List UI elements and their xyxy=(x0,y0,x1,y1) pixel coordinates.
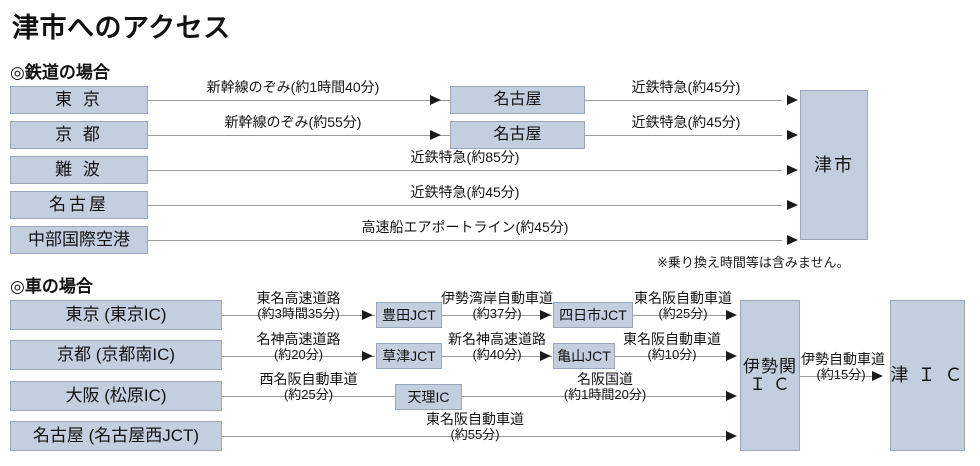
car-leg-label: 東名阪自動車道 (約55分) xyxy=(426,411,524,442)
rail-leg-label: 新幹線のぞみ(約55分) xyxy=(224,114,362,130)
car-leg-label: 名神高速道路 (約20分) xyxy=(256,331,341,362)
car-leg-label: 伊勢自動車道 (約15分) xyxy=(801,351,885,382)
arrow-head-icon xyxy=(872,371,883,381)
page-title: 津市へのアクセス xyxy=(12,13,231,43)
arrow-head-icon xyxy=(787,235,798,245)
rail-origin-box[interactable]: 難 波 xyxy=(10,156,148,184)
car-section-header: ◎車の場合 xyxy=(10,277,93,296)
rail-leg-label: 高速船エアポートライン(約45分) xyxy=(361,219,569,235)
car-origin-box[interactable]: 京都 (京都南IC) xyxy=(10,340,222,370)
car-leg-label: 名阪国道 (約1時間20分) xyxy=(563,371,647,402)
rail-leg-label: 近鉄特急(約45分) xyxy=(631,79,741,95)
rail-footnote: ※乗り換え時間等は含みません。 xyxy=(657,255,850,270)
car-connector-line xyxy=(442,315,552,316)
arrow-head-icon xyxy=(787,200,798,210)
rail-leg-label: 近鉄特急(約45分) xyxy=(631,114,741,130)
rail-connector-line xyxy=(148,240,782,241)
rail-origin-box[interactable]: 名古屋 xyxy=(10,191,148,219)
arrow-head-icon xyxy=(540,310,551,320)
arrow-head-icon xyxy=(726,391,737,401)
car-leg-label: 東名阪自動車道 (約10分) xyxy=(623,331,721,362)
car-connector-line xyxy=(462,396,732,397)
car-hub-label-line1: 伊勢関 xyxy=(743,356,797,376)
car-connector-line xyxy=(222,315,375,316)
car-node-box[interactable]: 豊田JCT xyxy=(376,302,442,328)
car-origin-box[interactable]: 東京 (東京IC) xyxy=(10,300,222,330)
rail-connector-line xyxy=(148,170,782,171)
arrow-head-icon xyxy=(430,95,441,105)
rail-origin-box[interactable]: 東 京 xyxy=(10,86,148,114)
car-connector-line xyxy=(222,436,732,437)
car-leg-label: 新名神高速道路 (約40分) xyxy=(448,331,546,362)
car-connector-line xyxy=(222,356,375,357)
car-leg-label: 東名高速道路 (約3時間35分) xyxy=(256,290,341,321)
rail-leg-label: 新幹線のぞみ(約1時間40分) xyxy=(206,79,380,95)
car-leg-label: 西名阪自動車道 (約25分) xyxy=(259,371,358,402)
car-hub-box[interactable]: 伊勢関 Ｉ Ｃ xyxy=(740,300,800,451)
arrow-head-icon xyxy=(787,130,798,140)
car-leg-label: 伊勢湾岸自動車道 (約37分) xyxy=(441,290,553,321)
car-node-box[interactable]: 天理IC xyxy=(395,384,462,410)
rail-leg-label: 近鉄特急(約85分) xyxy=(410,149,520,165)
arrow-head-icon xyxy=(787,165,798,175)
car-origin-box[interactable]: 名古屋 (名古屋西JCT) xyxy=(10,421,222,451)
rail-origin-box[interactable]: 中部国際空港 xyxy=(10,226,148,254)
car-connector-line xyxy=(222,396,395,397)
rail-connector-line xyxy=(148,205,782,206)
car-node-box[interactable]: 四日市JCT xyxy=(553,302,633,328)
arrow-head-icon xyxy=(787,95,798,105)
rail-transfer-box[interactable]: 名古屋 xyxy=(450,86,585,114)
car-node-box[interactable]: 亀山JCT xyxy=(553,343,615,369)
arrow-head-icon xyxy=(362,351,373,361)
rail-destination-box[interactable]: 津市 xyxy=(800,90,868,240)
arrow-head-icon xyxy=(362,310,373,320)
car-destination-box[interactable]: 津 Ｉ Ｃ xyxy=(890,300,965,451)
car-leg-label: 東名阪自動車道 (約25分) xyxy=(634,290,732,321)
car-origin-box[interactable]: 大阪 (松原IC) xyxy=(10,381,222,411)
car-connector-line xyxy=(633,315,732,316)
rail-transfer-box[interactable]: 名古屋 xyxy=(450,121,585,149)
arrow-head-icon xyxy=(540,351,551,361)
car-connector-line xyxy=(615,356,732,357)
rail-leg-label: 近鉄特急(約45分) xyxy=(410,184,520,200)
car-connector-line xyxy=(800,376,878,377)
car-hub-label-line2: Ｉ Ｃ xyxy=(749,374,791,394)
rail-origin-box[interactable]: 京 都 xyxy=(10,121,148,149)
arrow-head-icon xyxy=(726,351,737,361)
car-connector-line xyxy=(442,356,552,357)
arrow-head-icon xyxy=(430,130,441,140)
car-node-box[interactable]: 草津JCT xyxy=(376,343,442,369)
arrow-head-icon xyxy=(726,310,737,320)
arrow-head-icon xyxy=(726,431,737,441)
rail-section-header: ◎鉄道の場合 xyxy=(10,63,110,82)
